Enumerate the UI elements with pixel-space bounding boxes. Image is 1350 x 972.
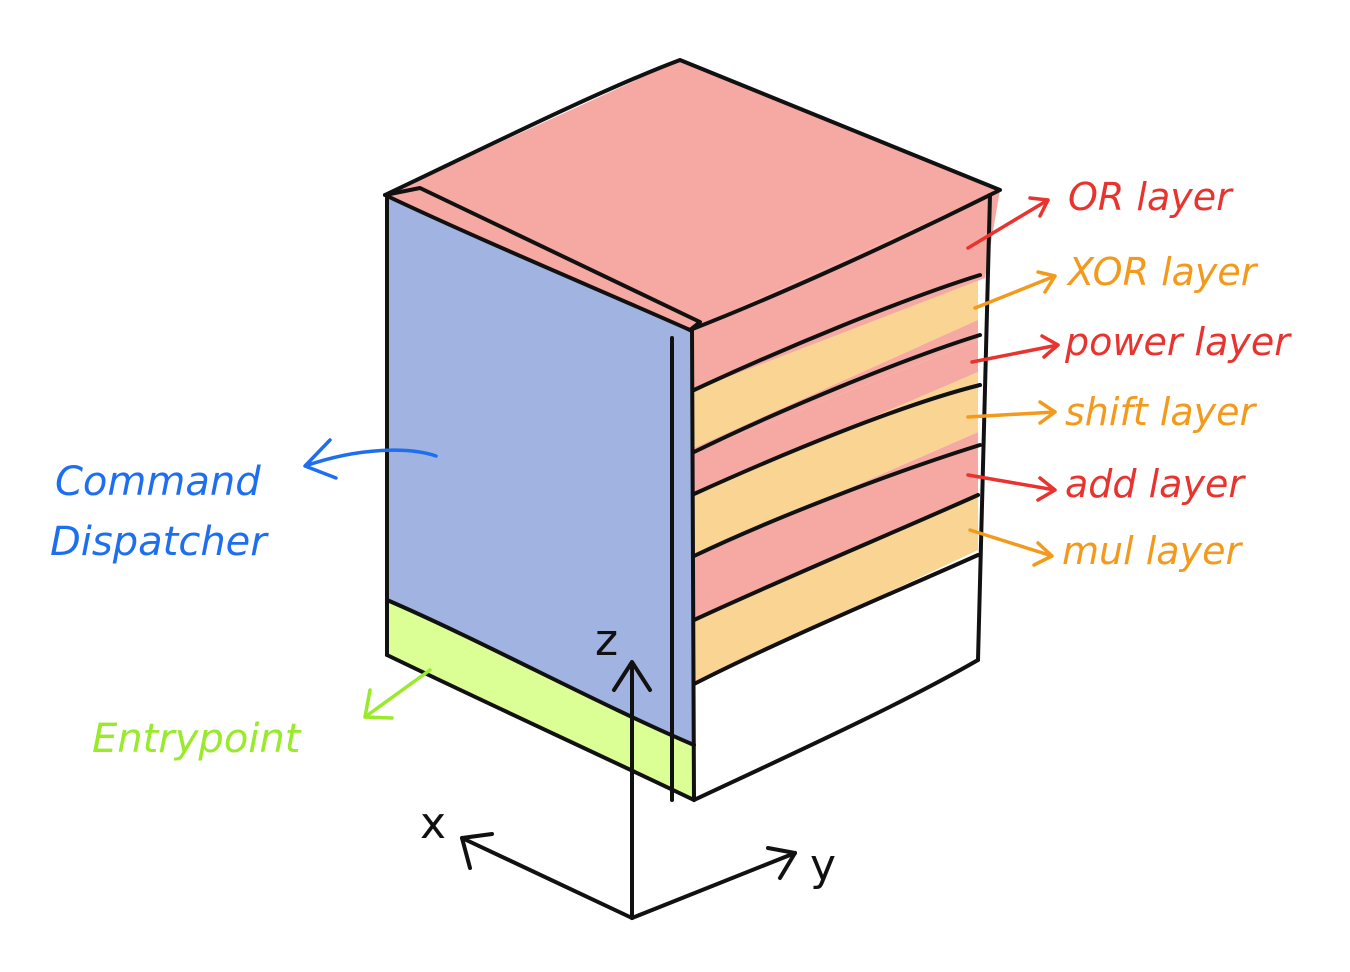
arrow-mul <box>968 528 1054 567</box>
label-power-layer: power layer <box>1064 320 1292 364</box>
axis-label-z: z <box>595 615 618 666</box>
layer-band-add-upper <box>694 340 978 494</box>
z-axis-arrowhead <box>612 660 652 692</box>
label-mul-layer: mul layer <box>1062 529 1243 573</box>
arrow-or <box>966 196 1050 250</box>
layer-band-xor <box>694 278 978 448</box>
label-command: Command <box>55 459 261 505</box>
arrow-xor <box>973 270 1057 310</box>
axis-label-y: y <box>810 840 836 891</box>
layer-line-6 <box>692 553 980 686</box>
layer-line-1 <box>692 273 982 392</box>
cube-front-edge <box>690 328 696 802</box>
layer-band-mul <box>694 497 978 684</box>
label-or-layer: OR layer <box>1068 175 1234 219</box>
x-axis <box>460 836 634 920</box>
arrow-add <box>966 473 1057 502</box>
arrow-entrypoint <box>363 668 432 720</box>
layer-band-or <box>690 190 1000 390</box>
axis-label-x: x <box>420 798 446 849</box>
cube-top-outline <box>383 58 1002 332</box>
layer-line-5 <box>692 493 980 622</box>
cube-right-edge <box>976 193 992 662</box>
layer-line-4 <box>692 443 982 558</box>
cube-bottom-right-edge <box>692 658 980 802</box>
y-axis-arrowhead <box>766 846 797 880</box>
layer-band-add <box>694 432 978 620</box>
layer-line-3 <box>692 383 982 496</box>
entrypoint-top-edge <box>385 598 696 747</box>
arrow-power <box>970 334 1060 364</box>
left-face-entrypoint <box>387 600 694 800</box>
label-add-layer: add layer <box>1065 462 1246 506</box>
y-axis <box>630 851 797 920</box>
left-face-dispatcher <box>385 195 694 745</box>
layer-line-2 <box>692 333 982 454</box>
label-entrypoint: Entrypoint <box>92 716 302 762</box>
arrow-command-dispatcher <box>303 438 438 480</box>
layer-band-shift <box>694 372 978 556</box>
x-axis-arrowhead <box>460 832 494 870</box>
label-dispatcher: Dispatcher <box>50 519 269 565</box>
arrow-shift <box>966 400 1057 425</box>
label-shift-layer: shift layer <box>1065 390 1258 434</box>
label-xor-layer: XOR layer <box>1066 250 1259 294</box>
